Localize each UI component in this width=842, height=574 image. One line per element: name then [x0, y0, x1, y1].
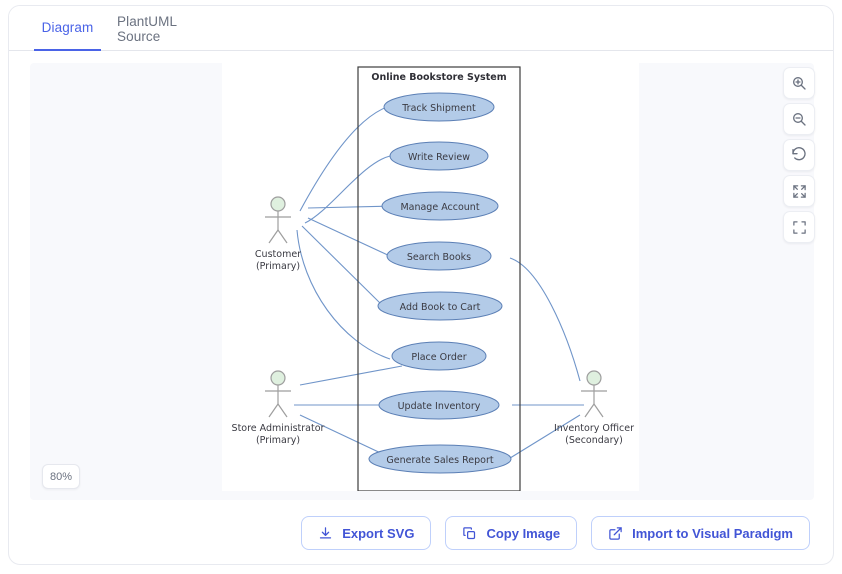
rotate-ccw-icon	[791, 147, 807, 163]
tab-diagram-label: Diagram	[41, 20, 94, 35]
tab-diagram[interactable]: Diagram	[34, 6, 101, 51]
use-case-search-books[interactable]: Search Books	[386, 241, 492, 271]
use-case-label: Search Books	[407, 252, 471, 263]
use-case-label: Add Book to Cart	[400, 302, 481, 313]
actor-name: Customer	[255, 249, 301, 260]
fullscreen-button[interactable]	[783, 211, 815, 243]
system-boundary: Online Bookstore System	[357, 66, 521, 491]
external-link-icon	[608, 526, 623, 541]
actor-role: (Secondary)	[565, 435, 623, 446]
zoom-out-icon	[791, 111, 807, 127]
tab-plantuml-source-label: PlantUML Source	[117, 13, 177, 44]
link-customer-write-review	[304, 155, 391, 224]
actor-name: Store Administrator	[232, 423, 325, 434]
tab-bar: Diagram PlantUML Source	[9, 6, 833, 51]
use-case-update-inventory[interactable]: Update Inventory	[378, 390, 500, 420]
link-customer-search-books	[307, 217, 393, 258]
diagram-card: Diagram PlantUML Source	[8, 5, 834, 565]
actor-customer[interactable]: Customer (Primary)	[255, 196, 301, 272]
use-case-label: Write Review	[408, 152, 470, 163]
expand-arrows-icon	[792, 184, 807, 199]
actor-store-administrator[interactable]: Store Administrator (Primary)	[232, 370, 325, 446]
use-case-label: Place Order	[411, 352, 466, 363]
use-case-generate-sales-report[interactable]: Generate Sales Report	[368, 444, 512, 474]
diagram-viewport[interactable]: Online Bookstore System Track Shipment W…	[30, 63, 814, 500]
association-links	[294, 106, 584, 464]
actor-inventory-officer[interactable]: Inventory Officer (Secondary)	[554, 370, 634, 446]
system-boundary-title: Online Bookstore System	[371, 72, 506, 83]
fit-to-screen-button[interactable]	[783, 175, 815, 207]
use-case-label: Manage Account	[400, 202, 479, 213]
use-case-manage-account[interactable]: Manage Account	[381, 191, 499, 221]
link-store-admin-place-order	[299, 365, 403, 386]
actor-name: Inventory Officer	[554, 423, 634, 434]
use-case-label: Track Shipment	[401, 103, 476, 114]
use-case-label: Generate Sales Report	[386, 455, 493, 466]
import-to-visual-paradigm-button[interactable]: Import to Visual Paradigm	[591, 516, 810, 550]
import-to-visual-paradigm-label: Import to Visual Paradigm	[632, 525, 793, 541]
use-case-label: Update Inventory	[398, 401, 481, 412]
copy-image-button[interactable]: Copy Image	[445, 516, 578, 550]
reset-view-button[interactable]	[783, 139, 815, 171]
download-icon	[318, 526, 333, 541]
zoom-in-icon	[791, 75, 807, 91]
link-customer-add-book-to-cart	[301, 225, 386, 309]
export-svg-button[interactable]: Export SVG	[301, 516, 432, 550]
zoom-controls	[783, 67, 815, 243]
zoom-out-button[interactable]	[783, 103, 815, 135]
export-svg-label: Export SVG	[342, 525, 415, 541]
use-cases: Track Shipment Write Review Manage Accou…	[368, 92, 512, 474]
use-case-add-book-to-cart[interactable]: Add Book to Cart	[377, 291, 503, 321]
diagram-canvas[interactable]: Online Bookstore System Track Shipment W…	[222, 63, 639, 491]
link-customer-track-shipment	[299, 106, 388, 212]
copy-image-label: Copy Image	[486, 525, 561, 541]
fullscreen-corners-icon	[792, 220, 807, 235]
use-case-write-review[interactable]: Write Review	[389, 141, 489, 171]
copy-icon	[462, 526, 477, 541]
zoom-in-button[interactable]	[783, 67, 815, 99]
actor-role: (Primary)	[256, 435, 300, 446]
use-case-track-shipment[interactable]: Track Shipment	[383, 92, 495, 122]
link-customer-place-order	[296, 229, 391, 360]
link-customer-manage-account	[307, 205, 396, 209]
action-bar: Export SVG Copy Image Import to Visua	[9, 512, 833, 554]
zoom-level-badge: 80%	[42, 464, 80, 489]
link-inventory-officer-generate-sales-report	[501, 414, 581, 464]
zoom-level-label: 80%	[49, 470, 73, 483]
actors: Customer (Primary)	[232, 196, 634, 446]
tab-plantuml-source[interactable]: PlantUML Source	[107, 6, 229, 51]
use-case-place-order[interactable]: Place Order	[391, 341, 487, 371]
actor-role: (Primary)	[256, 261, 300, 272]
